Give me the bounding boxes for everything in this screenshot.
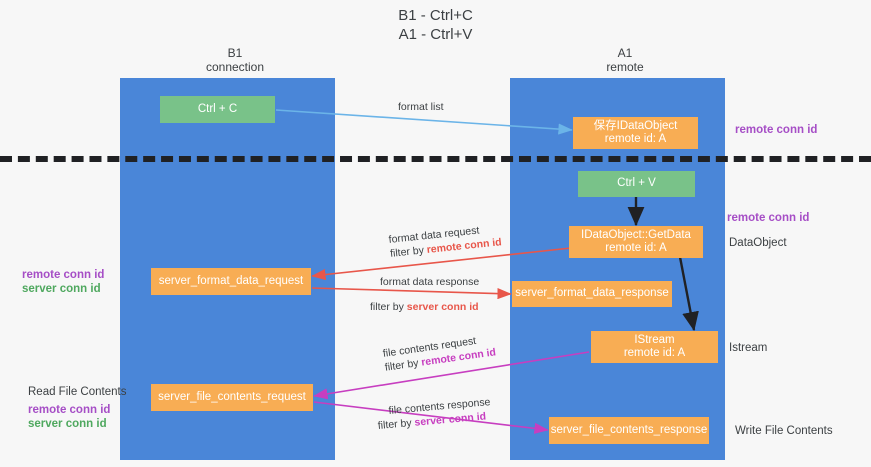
annotation-dataobject: DataObject <box>729 237 787 249</box>
arrow-format-list <box>275 109 573 135</box>
node-idataobject-getdata[interactable]: IDataObject::GetData remote id: A <box>569 226 703 258</box>
lane-header-b1: B1 connection <box>205 46 265 74</box>
node-server-format-data-request[interactable]: server_format_data_request <box>151 268 311 295</box>
edge-label-format-list: format list <box>398 101 444 113</box>
annotation-istream: Istream <box>729 342 768 354</box>
arrow-format-data-response <box>311 287 512 300</box>
filter-prefix: filter by <box>370 301 407 313</box>
page-title: B1 - Ctrl+C A1 - Ctrl+V <box>398 7 473 43</box>
annotation-left-remote-conn-id-1: remote conn id <box>22 269 105 281</box>
lane-header-a1: A1 remote <box>606 46 644 74</box>
node-server-file-contents-request[interactable]: server_file_contents_request <box>151 384 313 411</box>
annotation-write-file-contents: Write File Contents <box>735 425 833 437</box>
annotation-left-server-conn-id-1: server conn id <box>22 283 101 295</box>
edge-label-format-data-response-group: format data response filter by server co… <box>370 275 480 314</box>
arrow-file-contents-response <box>313 401 549 434</box>
node-save-idataobject[interactable]: 保存IDataObject remote id: A <box>573 117 698 149</box>
filter-prefix: filter by <box>377 416 416 432</box>
node-ctrl-v[interactable]: Ctrl + V <box>578 171 695 197</box>
filter-prefix: filter by <box>389 244 428 260</box>
arrow-file-contents-request <box>313 351 590 400</box>
arrow-getdata-to-istream <box>678 256 699 332</box>
filter-key-server-conn-id: server conn id <box>406 301 479 313</box>
annotation-left-remote-conn-id-2: remote conn id <box>28 404 111 416</box>
annotation-read-file-contents: Read File Contents <box>28 386 127 398</box>
annotation-left-server-conn-id-2: server conn id <box>28 418 107 430</box>
arrow-format-data-request <box>311 247 572 281</box>
node-server-file-contents-response[interactable]: server_file_contents_response <box>549 417 709 444</box>
edge-label-format-data-response: format data response <box>380 276 480 288</box>
annotation-remote-conn-id-top: remote conn id <box>735 124 818 136</box>
node-ctrl-c[interactable]: Ctrl + C <box>160 96 275 123</box>
node-server-format-data-response[interactable]: server_format_data_response <box>512 281 672 307</box>
node-istream[interactable]: IStream remote id: A <box>591 331 718 363</box>
phase-divider <box>0 156 871 162</box>
edge-label-format-data-response-filter: filter by server conn id <box>370 300 479 314</box>
annotation-remote-conn-id-mid: remote conn id <box>727 212 810 224</box>
